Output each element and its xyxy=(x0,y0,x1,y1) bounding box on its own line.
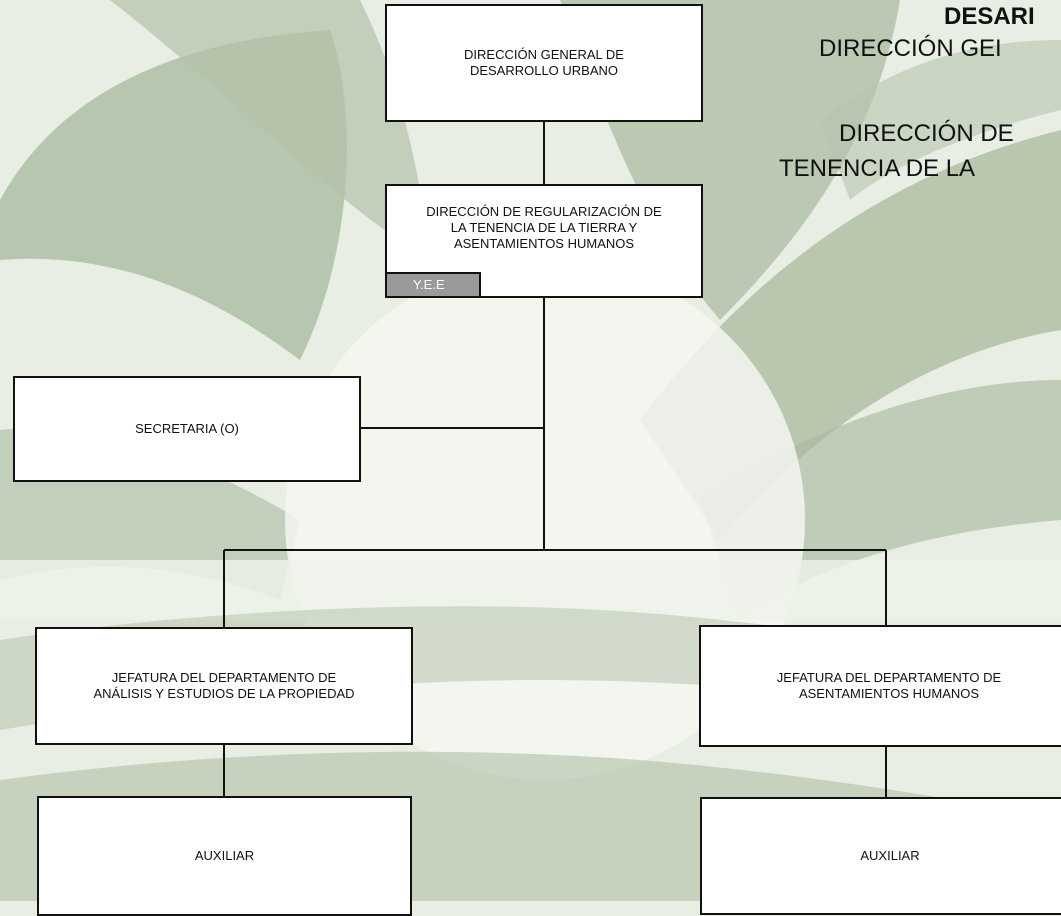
yee-badge: Y.E.E xyxy=(385,272,481,298)
org-box-label: SECRETARIA (O) xyxy=(135,421,239,436)
org-box-secretaria: SECRETARIA (O) xyxy=(13,376,361,482)
org-box-label: JEFATURA DEL DEPARTAMENTO DE ASENTAMIENT… xyxy=(776,670,1002,701)
header-title-line-1: DESARI xyxy=(944,3,1035,30)
org-box-label: DIRECCIÓN DE REGULARIZACIÓN DE LA TENENC… xyxy=(426,204,662,251)
org-box-direccion-general: DIRECCIÓN GENERAL DE DESARROLLO URBANO xyxy=(385,4,703,122)
org-box-auxiliar-analisis: AUXILIAR xyxy=(37,796,412,916)
org-box-jefatura-analisis: JEFATURA DEL DEPARTAMENTO DE ANÁLISIS Y … xyxy=(35,627,413,745)
header-title-line-2: DIRECCIÓN GEI xyxy=(819,35,1002,62)
header-title-line-3: DIRECCIÓN DE xyxy=(839,120,1014,147)
org-box-label: AUXILIAR xyxy=(194,848,255,863)
org-box-label: AUXILIAR xyxy=(860,848,920,863)
org-box-label: JEFATURA DEL DEPARTAMENTO DE ANÁLISIS Y … xyxy=(93,670,355,701)
header-title-line-4: TENENCIA DE LA xyxy=(779,155,976,182)
org-box-jefatura-asentamientos: JEFATURA DEL DEPARTAMENTO DE ASENTAMIENT… xyxy=(699,625,1061,747)
org-box-label: DIRECCIÓN GENERAL DE DESARROLLO URBANO xyxy=(464,47,624,78)
org-box-auxiliar-asentamientos: AUXILIAR xyxy=(700,797,1061,915)
